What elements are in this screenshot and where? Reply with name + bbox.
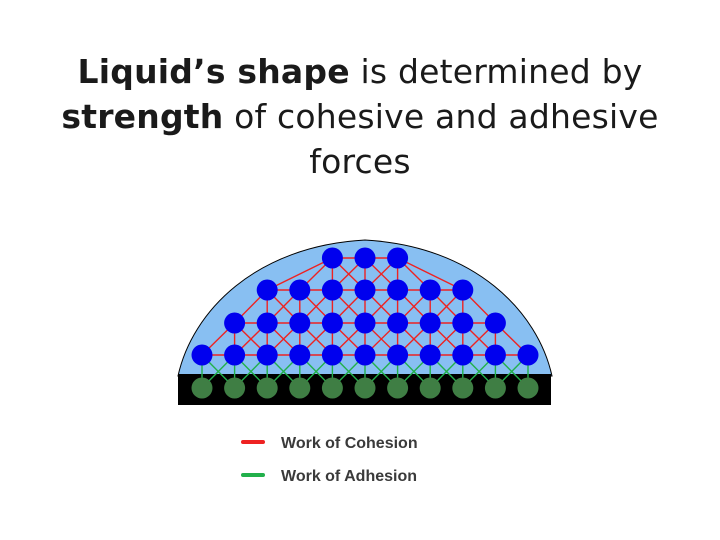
liquid-molecule [321, 279, 343, 301]
surface-molecule [191, 377, 213, 399]
cohesion-bond [397, 257, 464, 291]
liquid-molecule [387, 312, 409, 334]
title-line-1: Liquid’s shape is determined by [20, 49, 700, 94]
surface-molecule [256, 377, 278, 399]
surface-molecule [517, 377, 539, 399]
surface-molecule [419, 377, 441, 399]
surface-molecule [321, 377, 343, 399]
liquid-molecule [224, 312, 246, 334]
liquid-molecule [452, 344, 474, 366]
title-line-3: forces [309, 142, 411, 181]
title-line-2: strength of cohesive and adhesive [20, 94, 700, 139]
surface-molecule [289, 377, 311, 399]
liquid-molecule [321, 312, 343, 334]
liquid-molecule [354, 312, 376, 334]
surface-molecule [354, 377, 376, 399]
liquid-molecule [484, 312, 506, 334]
liquid-molecule [256, 279, 278, 301]
surface-molecule [452, 377, 474, 399]
liquid-molecule [419, 279, 441, 301]
cohesion-bond [266, 257, 333, 291]
surface-molecules [191, 377, 539, 399]
liquid-molecule [387, 247, 409, 269]
liquid-molecule [419, 312, 441, 334]
liquid-molecule [387, 344, 409, 366]
liquid-molecule [452, 312, 474, 334]
liquid-molecule [517, 344, 539, 366]
slide-title: Liquid’s shape is determined by strength… [20, 49, 700, 184]
legend: Work of Cohesion Work of Adhesion [241, 435, 418, 485]
liquid-molecule [419, 344, 441, 366]
liquid-molecules [191, 247, 539, 366]
liquid-molecule [354, 344, 376, 366]
surface-molecule [387, 377, 409, 399]
liquid-molecule [321, 247, 343, 269]
title-line-1-text: is determined by [349, 52, 643, 91]
liquid-molecule [354, 279, 376, 301]
liquid-molecule [256, 344, 278, 366]
legend-adhesion-label: Work of Adhesion [281, 468, 417, 485]
title-emphasis-strength: strength [61, 97, 224, 136]
surface-molecule [484, 377, 506, 399]
liquid-molecule [387, 279, 409, 301]
title-emphasis-liquid-shape: Liquid’s shape [77, 52, 350, 91]
liquid-molecule [289, 344, 311, 366]
title-line-2-text: of cohesive and adhesive [223, 97, 659, 136]
liquid-molecule [224, 344, 246, 366]
liquid-molecule [452, 279, 474, 301]
liquid-molecule [256, 312, 278, 334]
liquid-molecule [354, 247, 376, 269]
liquid-molecule [321, 344, 343, 366]
liquid-molecule [191, 344, 213, 366]
legend-cohesion-label: Work of Cohesion [281, 435, 418, 452]
liquid-molecule [289, 312, 311, 334]
liquid-molecule [484, 344, 506, 366]
surface-molecule [224, 377, 246, 399]
liquid-molecule [289, 279, 311, 301]
